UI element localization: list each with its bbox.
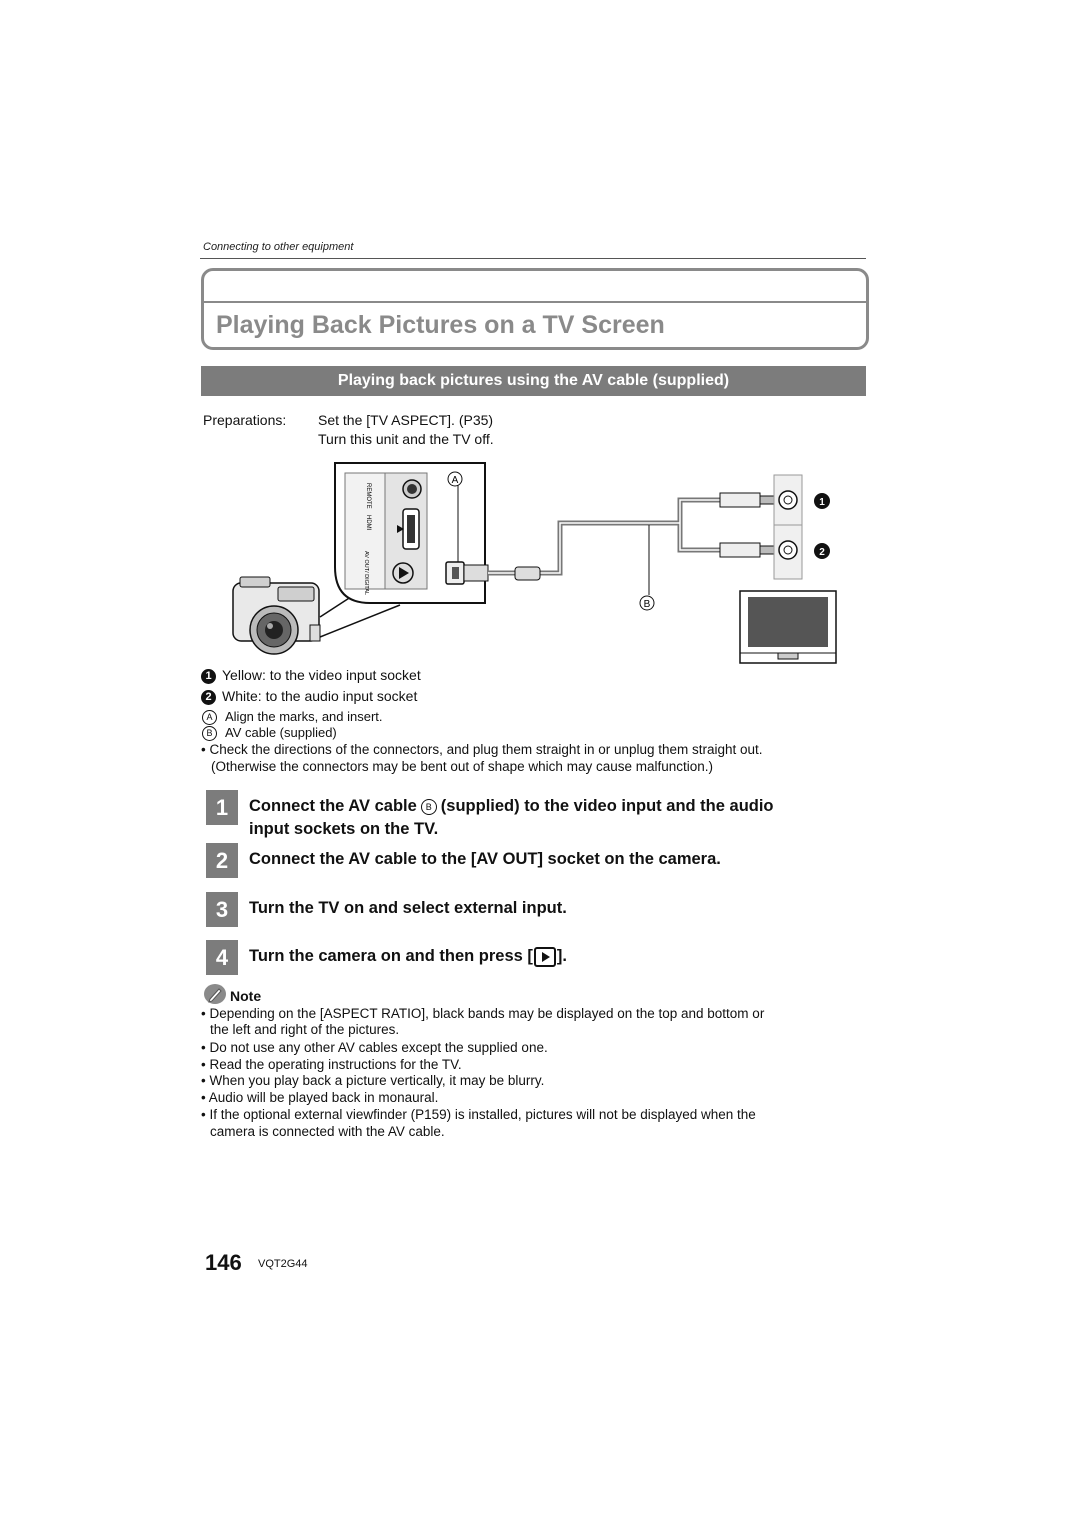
note-item-4: • When you play back a picture verticall… (201, 1073, 545, 1088)
callout-a: A (452, 475, 459, 486)
section-heading: Playing back pictures using the AV cable… (201, 366, 866, 396)
legend-item-a: A Align the marks, and insert. (202, 709, 383, 726)
legend-text-b: AV cable (supplied) (225, 725, 337, 740)
note-item-3: • Read the operating instructions for th… (201, 1057, 462, 1072)
step-4-text: Turn the camera on and then press []. (249, 945, 567, 967)
header-divider (200, 258, 866, 259)
preparations-line-1: Set the [TV ASPECT]. (P35) (318, 412, 494, 428)
tv-input-panel (773, 474, 803, 580)
note-item-6: • If the optional external viewfinder (P… (201, 1107, 756, 1122)
note-text-2: Do not use any other AV cables except th… (209, 1040, 548, 1055)
note-text-1: Depending on the [ASPECT RATIO], black b… (209, 1006, 765, 1021)
legend-marker-2: 2 (201, 689, 216, 705)
note-text-3: Read the operating instructions for the … (209, 1057, 462, 1072)
legend-item-yellow: 1 Yellow: to the video input socket (201, 667, 421, 684)
legend-text-1: Yellow: to the video input socket (222, 667, 421, 683)
note-item-1-cont: the left and right of the pictures. (210, 1022, 400, 1037)
preparations-label: Preparations: (203, 412, 287, 428)
connection-diagram: REMOTE HDMI AV OUT/ DIGITAL (232, 462, 837, 664)
legend-item-white: 2 White: to the audio input socket (201, 688, 417, 705)
legend-marker-b: B (202, 726, 217, 742)
note-text-5: Audio will be played back in monaural. (208, 1090, 439, 1105)
socket-label-remote: REMOTE (365, 483, 371, 509)
title-box-divider (204, 301, 866, 303)
legend-text-2: White: to the audio input socket (222, 688, 418, 704)
callout-b: B (644, 599, 651, 610)
step-3-number: 3 (206, 892, 238, 927)
legend-marker-1: 1 (201, 668, 216, 684)
step-2-text: Connect the AV cable to the [AV OUT] soc… (249, 850, 721, 868)
caution-line-1: • Check the directions of the connectors… (201, 742, 763, 757)
av-cable (445, 492, 775, 585)
plug-marker-2: 2 (819, 547, 825, 558)
step-1-text-a: Connect the AV cable (249, 797, 417, 815)
step-4-text-a: Turn the camera on and then press [ (249, 947, 533, 965)
step-3-text: Turn the TV on and select external input… (249, 899, 567, 917)
note-label: Note (230, 988, 262, 1004)
step-2-number: 2 (206, 843, 238, 878)
page-title: Playing Back Pictures on a TV Screen (216, 311, 665, 339)
tv-illustration (739, 590, 837, 664)
play-button-icon (533, 946, 556, 967)
caution-text-1: Check the directions of the connectors, … (209, 742, 763, 757)
note-item-2: • Do not use any other AV cables except … (201, 1040, 548, 1055)
title-box: Playing Back Pictures on a TV Screen (201, 268, 869, 350)
preparations-line-2: Turn this unit and the TV off. (318, 431, 494, 447)
running-head: Connecting to other equipment (203, 241, 354, 253)
step-1-text-c: input sockets on the TV. (249, 820, 439, 838)
page-number: 146 (205, 1250, 242, 1275)
socket-label-avout: AV OUT/ DIGITAL (363, 551, 369, 595)
step-1-number: 1 (206, 790, 238, 825)
step-1-callout-b: B (420, 798, 437, 815)
plug-marker-1: 1 (819, 497, 825, 508)
legend-item-b: B AV cable (supplied) (202, 725, 337, 742)
step-1-text-b: (supplied) to the video input and the au… (440, 797, 774, 815)
legend-text-a: Align the marks, and insert. (225, 709, 383, 724)
document-code: VQT2G44 (258, 1258, 308, 1270)
note-text-4: When you play back a picture vertically,… (209, 1073, 545, 1088)
caution-line-2: (Otherwise the connectors may be bent ou… (211, 759, 714, 774)
step-4-number: 4 (206, 940, 238, 975)
note-text-6: If the optional external viewfinder (P15… (209, 1107, 756, 1122)
legend-marker-a: A (202, 710, 217, 726)
step-4-text-b: ]. (556, 947, 568, 965)
note-item-6-cont: camera is connected with the AV cable. (210, 1124, 445, 1139)
note-item-5: • Audio will be played back in monaural. (201, 1090, 439, 1105)
note-item-1: • Depending on the [ASPECT RATIO], black… (201, 1006, 765, 1021)
note-pencil-icon (204, 984, 226, 1004)
camera-illustration (232, 576, 321, 655)
socket-label-hdmi: HDMI (365, 515, 371, 531)
